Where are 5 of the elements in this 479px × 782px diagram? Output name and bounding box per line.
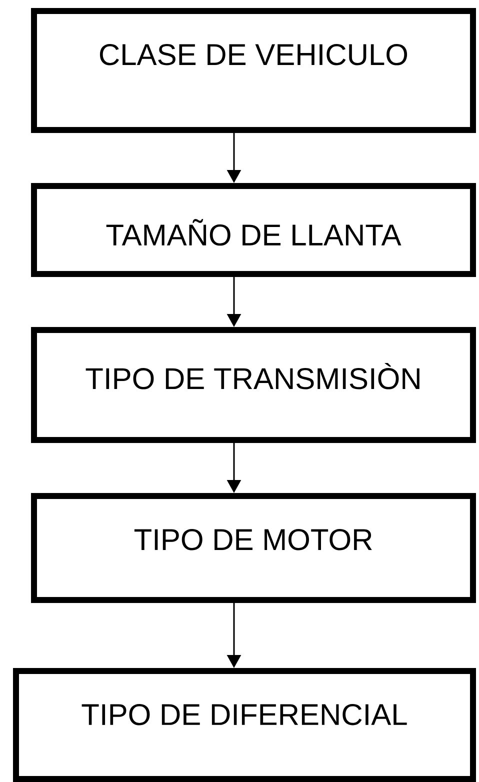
process-box: CLASE DE VEHICULO [31, 8, 476, 133]
process-box: TIPO DE TRANSMISIÒN [31, 327, 476, 443]
process-box: TIPO DE DIFERENCIAL [13, 668, 476, 782]
process-box: TIPO DE MOTOR [31, 493, 476, 603]
process-box: TAMAÑO DE LLANTA [31, 183, 476, 277]
